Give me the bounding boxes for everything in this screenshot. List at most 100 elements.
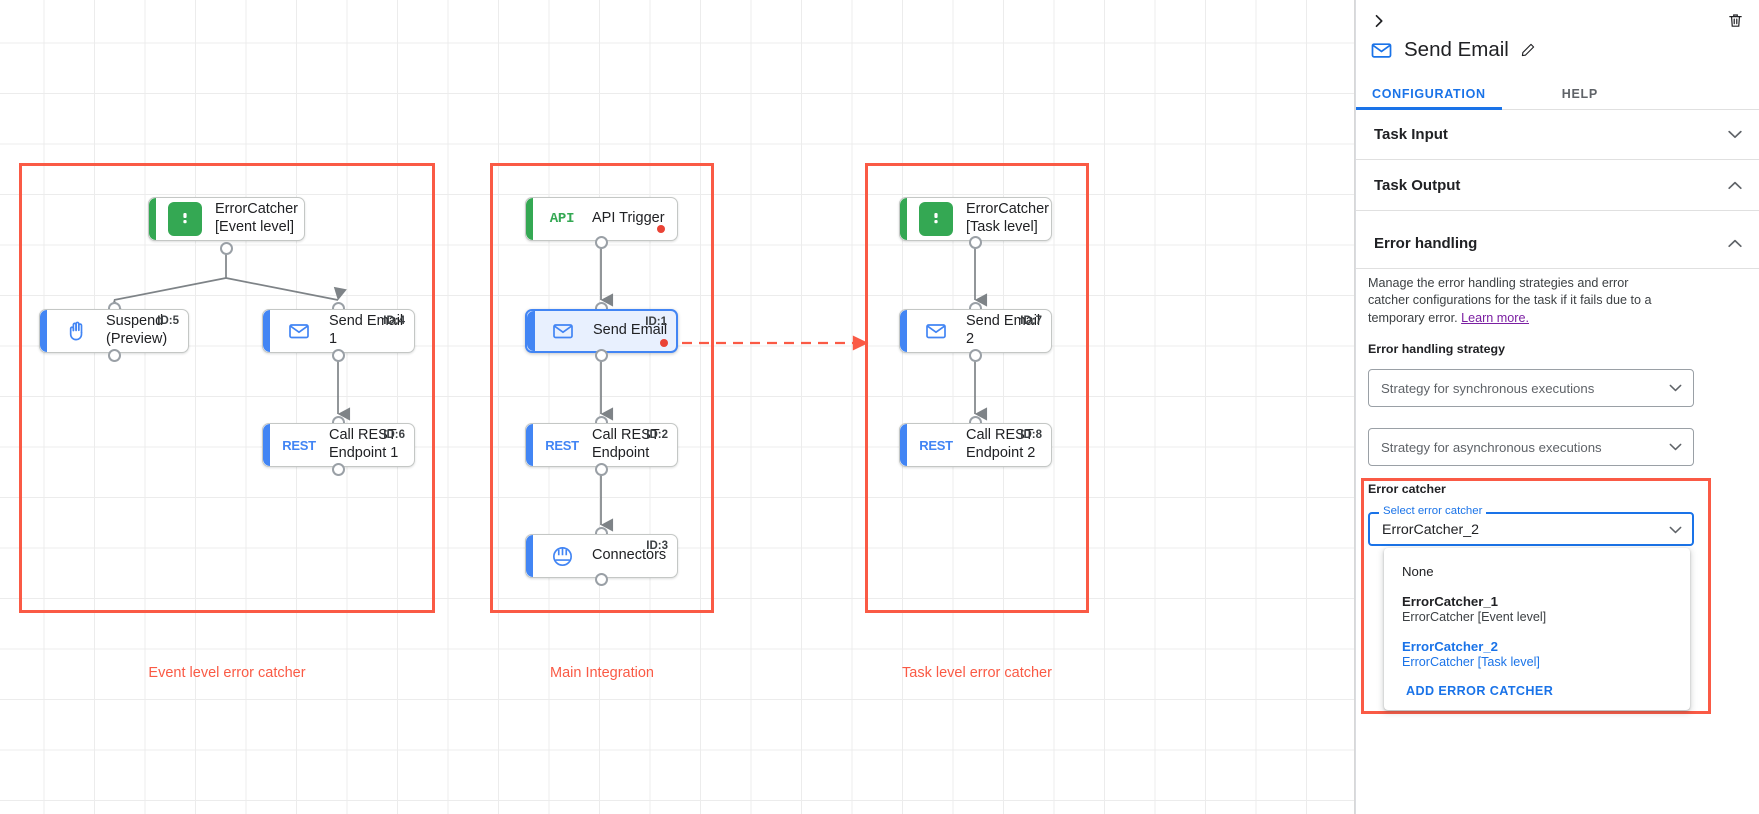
panel-title-row: Send Email [1370,38,1536,62]
node-port-out[interactable] [332,463,345,476]
error-catcher-select-value: ErrorCatcher_2 [1382,522,1479,538]
error-handling-description-text: Manage the error handling strategies and… [1368,276,1652,325]
node-port-out[interactable] [595,236,608,249]
node-accent-bar [526,198,533,240]
error-handling-description: Manage the error handling strategies and… [1368,275,1658,327]
rest-icon: REST [545,437,579,453]
chevron-down-icon [1669,384,1682,392]
node-accent-bar [149,198,156,240]
menu-item-primary: None [1402,564,1434,579]
rest-icon: REST [919,437,953,453]
node-send-email[interactable]: Send Email ID:1 [525,309,678,353]
node-errorcatcher-event-level[interactable]: ErrorCatcher [Event level] [148,197,305,241]
node-port-out[interactable] [595,463,608,476]
group-box-task-level [865,163,1089,613]
async-strategy-value: Strategy for asynchronous executions [1381,439,1602,455]
chevron-up-icon [1728,181,1742,190]
menu-item-primary: ErrorCatcher_2 [1402,639,1499,654]
node-send-email-1[interactable]: Send Email 1 ID:4 [262,309,415,353]
sync-strategy-select[interactable]: Strategy for synchronous executions [1368,369,1694,407]
rest-icon: REST [282,437,316,453]
menu-item-errorcatcher-1[interactable]: ErrorCatcher_1 ErrorCatcher [Event level… [1384,589,1690,634]
error-catcher-label: Error catcher [1368,482,1446,496]
section-task-output[interactable]: Task Output [1356,161,1759,211]
node-call-rest-endpoint-1[interactable]: REST Call REST Endpoint 1 ID:6 [262,423,415,467]
pencil-icon[interactable] [1520,42,1536,58]
menu-item-none[interactable]: None [1384,556,1690,589]
node-send-email-2[interactable]: Send Email 2 ID:7 [899,309,1052,353]
tab-help[interactable]: HELP [1561,87,1598,101]
group-label-event-level: Event level error catcher [148,665,306,681]
error-catcher-select-legend: Select error catcher [1379,505,1487,517]
node-port-out[interactable] [595,573,608,586]
chevron-down-icon [1669,443,1682,451]
section-error-handling[interactable]: Error handling [1356,219,1759,269]
chevron-down-icon [1669,526,1682,534]
node-accent-bar [40,310,47,352]
error-catcher-dropdown-menu[interactable]: None ErrorCatcher_1 ErrorCatcher [Event … [1384,548,1690,710]
node-accent-bar [900,424,907,466]
node-call-rest-endpoint[interactable]: REST Call REST Endpoint ID:2 [525,423,678,467]
node-connectors[interactable]: Connectors ID:3 [525,534,678,578]
node-error-indicator [660,339,668,347]
panel-tabs: CONFIGURATION HELP [1356,78,1759,110]
node-port-out[interactable] [332,349,345,362]
menu-item-primary: ErrorCatcher_1 [1402,594,1499,609]
connectors-icon [545,539,579,573]
node-id-tag: ID:6 [383,429,405,441]
node-id-tag: ID:1 [645,316,667,328]
email-icon [1370,39,1393,62]
node-accent-bar [526,535,533,577]
async-strategy-select[interactable]: Strategy for asynchronous executions [1368,428,1694,466]
node-port-out[interactable] [969,236,982,249]
node-label: Call REST Endpoint 1 [329,427,399,461]
group-box-event-level [19,163,435,613]
error-handling-strategy-label: Error handling strategy [1368,342,1506,356]
canvas-panel-divider [1354,0,1355,814]
email-icon [546,314,580,348]
page-title: Send Email [1404,38,1509,61]
node-id-tag: ID:4 [383,315,405,327]
node-id-tag: ID:8 [1020,429,1042,441]
section-title: Error handling [1374,235,1478,252]
section-title: Task Input [1374,126,1448,143]
node-label: Call REST Endpoint [592,427,660,461]
node-port-out[interactable] [969,349,982,362]
learn-more-link[interactable]: Learn more. [1461,310,1529,325]
node-api-trigger[interactable]: API API Trigger [525,197,678,241]
workflow-canvas[interactable]: Event level error catcher Main Integrati… [0,0,1355,814]
node-label: Suspend (Preview) [106,313,168,347]
chevron-down-icon [1728,130,1742,139]
task-config-panel: Send Email CONFIGURATION HELP Task Input… [1355,0,1759,814]
email-icon [919,314,953,348]
node-port-out[interactable] [595,349,608,362]
node-label: Send Email 2 [966,313,1041,347]
chevron-up-icon [1728,239,1742,248]
sync-strategy-value: Strategy for synchronous executions [1381,380,1595,396]
tab-configuration[interactable]: CONFIGURATION [1356,78,1502,110]
node-accent-bar [527,311,535,351]
email-icon [282,314,316,348]
node-call-rest-endpoint-2[interactable]: REST Call REST Endpoint 2 ID:8 [899,423,1052,467]
node-port-out[interactable] [108,349,121,362]
node-label: Send Email [593,322,668,339]
add-error-catcher-button[interactable]: ADD ERROR CATCHER [1406,684,1554,698]
panel-header: Send Email [1356,0,1759,80]
error-catcher-icon [919,202,953,236]
suspend-hand-icon [59,314,93,348]
node-accent-bar [900,310,907,352]
error-catcher-select[interactable]: Select error catcher ErrorCatcher_2 [1368,505,1694,546]
section-task-input[interactable]: Task Input [1356,110,1759,160]
group-label-main-integration: Main Integration [550,665,654,681]
node-errorcatcher-task-level[interactable]: ErrorCatcher [Task level] [899,197,1052,241]
node-label: ErrorCatcher [Task level] [966,201,1049,235]
node-accent-bar [263,310,270,352]
menu-item-errorcatcher-2[interactable]: ErrorCatcher_2 ErrorCatcher [Task level] [1384,634,1690,674]
node-label: Connectors [592,547,667,564]
node-error-indicator [657,225,665,233]
trash-icon[interactable] [1721,6,1749,34]
node-port-out[interactable] [220,242,233,255]
chevron-right-icon[interactable] [1364,6,1394,36]
node-suspend-preview[interactable]: Suspend (Preview) ID:5 [39,309,189,353]
node-accent-bar [263,424,270,466]
